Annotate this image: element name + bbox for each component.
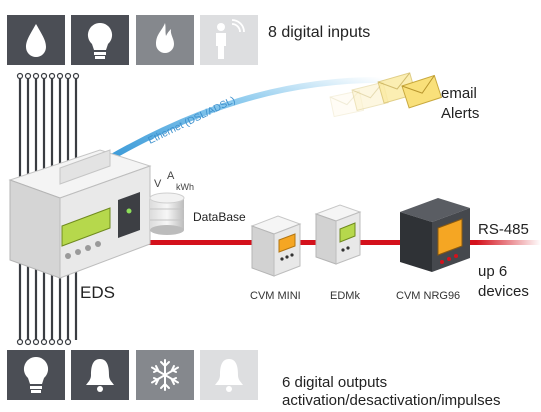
unit-a: A <box>167 170 175 182</box>
rs485-label: RS-485 <box>478 221 529 238</box>
ethernet-label: Ethernet (DSL/ADSL) <box>146 95 237 147</box>
wire-terminals <box>16 72 80 346</box>
input-box-4 <box>200 15 258 65</box>
device-cvm-nrg96 <box>400 198 470 272</box>
device-edmk <box>314 204 362 265</box>
email-label-line1: email <box>441 85 477 102</box>
device-label-edmk: EDMk <box>330 290 360 302</box>
database-label: DataBase <box>193 210 246 224</box>
inputs-caption: 8 digital inputs <box>268 24 371 41</box>
light-bulb-icon <box>87 22 113 59</box>
person-presence-icon <box>216 19 245 59</box>
unit-v: V <box>154 178 162 190</box>
email-envelopes <box>329 72 443 118</box>
device-label-cvm-nrg96: CVM NRG96 <box>396 290 461 302</box>
outputs-caption-line2: activation/desactivation/impulses <box>282 392 501 409</box>
bus-capacity-line2: devices <box>478 283 529 300</box>
bell-icon <box>86 359 114 392</box>
email-alerts-caption: email Alerts <box>441 84 479 124</box>
snowflake-icon <box>151 359 179 391</box>
eds-device <box>8 149 152 279</box>
device-label-cvm-mini: CVM MINI <box>250 290 301 302</box>
eds-display <box>61 207 111 247</box>
database-icon <box>149 192 185 235</box>
bell-icon <box>215 359 243 392</box>
output-icons <box>7 350 258 400</box>
ethernet-cable <box>107 76 393 161</box>
flame-icon <box>156 23 174 53</box>
bus-capacity-line1: up 6 <box>478 263 508 280</box>
water-drop-icon <box>26 24 46 57</box>
eds-label: EDS <box>80 283 115 302</box>
device-cvm-mini <box>250 215 302 277</box>
unit-kwh: kWh <box>176 182 194 192</box>
email-label-line2: Alerts <box>441 105 480 122</box>
outputs-caption: 6 digital outputs activation/desactivati… <box>282 374 500 410</box>
light-bulb-icon <box>23 356 49 393</box>
input-icons <box>7 15 258 65</box>
bus-capacity-caption: up 6 devices <box>478 262 529 302</box>
outputs-caption-line1: 6 digital outputs <box>282 374 388 391</box>
eds-front-panel <box>118 192 140 238</box>
